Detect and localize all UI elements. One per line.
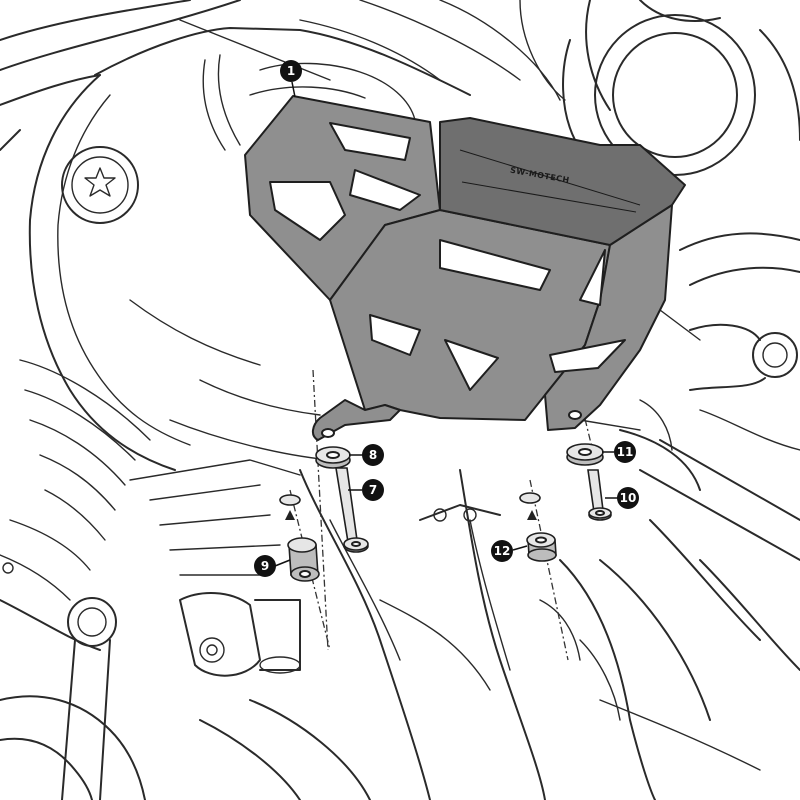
- bolt-10: [587, 469, 612, 521]
- callout-12-label: 12: [494, 544, 511, 558]
- bolt-7: [335, 467, 369, 553]
- spacer-9: [287, 537, 320, 582]
- callout-8: 8: [349, 444, 384, 466]
- callout-10-label: 10: [620, 491, 637, 505]
- callout-9-label: 9: [261, 559, 269, 573]
- callout-11-label: 11: [617, 445, 634, 459]
- callout-12: 12: [491, 540, 528, 562]
- protection-plate: SW-MOTECH: [244, 95, 686, 441]
- callout-8-label: 8: [369, 448, 377, 462]
- callout-1-label: 1: [287, 64, 295, 78]
- callouts: 1 8 7 9 11 10 12: [254, 60, 639, 577]
- callout-10: 10: [605, 487, 639, 509]
- spacer-11: [566, 443, 604, 466]
- spacer-8: [315, 446, 351, 469]
- callout-7-label: 7: [369, 483, 377, 497]
- callout-11: 11: [602, 441, 636, 463]
- spacer-12: [526, 532, 557, 562]
- callout-7: 7: [348, 479, 384, 501]
- callout-9: 9: [254, 555, 291, 577]
- callout-1: 1: [280, 60, 302, 98]
- hardware-parts: [279, 443, 612, 582]
